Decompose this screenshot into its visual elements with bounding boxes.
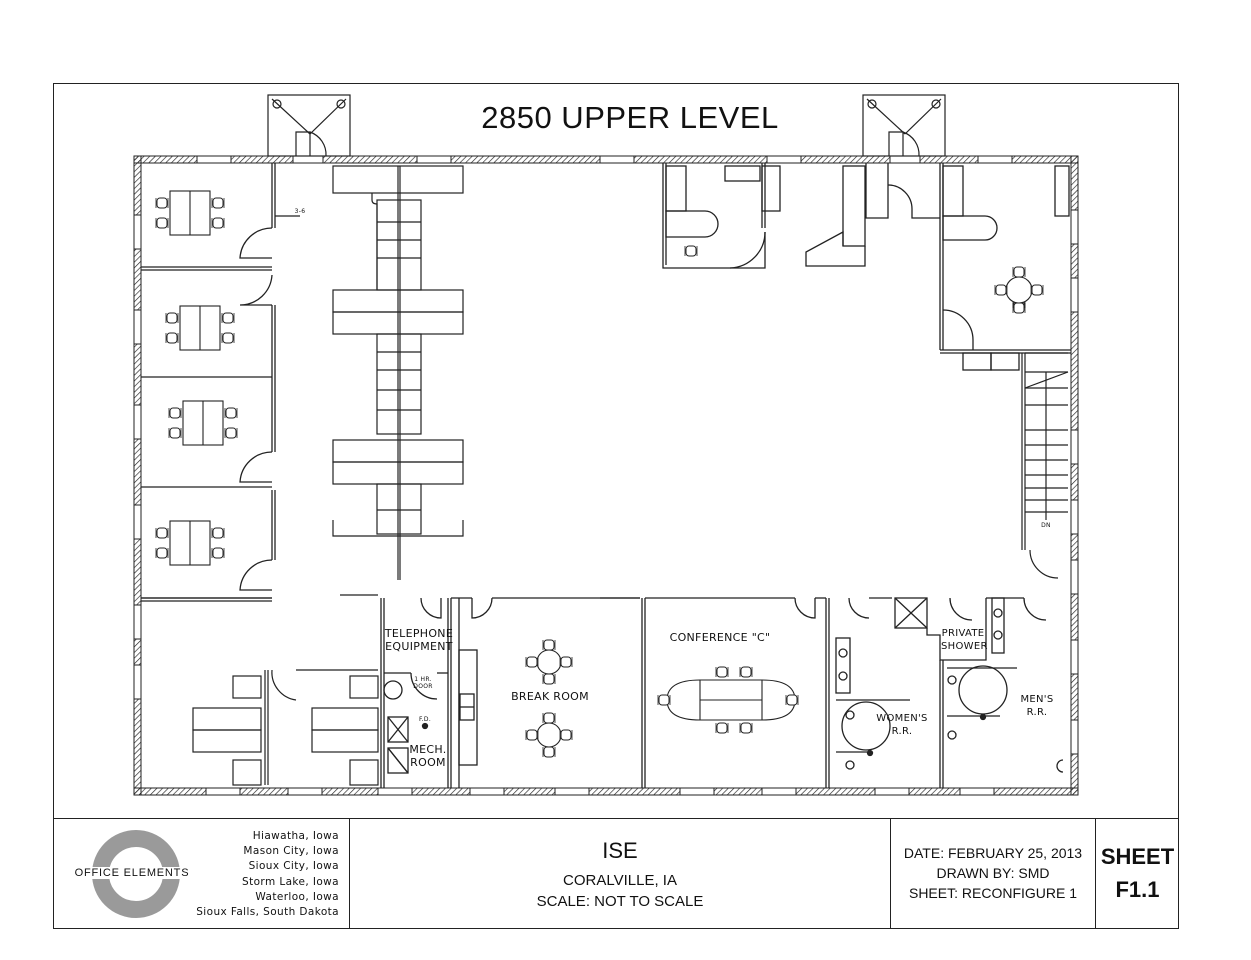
floor-drain-mech: F.D.	[418, 716, 432, 723]
telephone-label-line1: TELEPHONE	[384, 627, 454, 640]
sheet-label: SHEET	[1100, 844, 1175, 869]
entry-vestibule-right	[862, 94, 946, 157]
location-item: Mason City, Iowa	[243, 845, 339, 858]
location-item: Sioux City, Iowa	[248, 860, 339, 873]
location-item: Storm Lake, Iowa	[242, 875, 339, 888]
stairs	[1021, 352, 1069, 579]
break-room-tables	[525, 639, 573, 758]
company-name-text: OFFICE ELEMENTS	[72, 867, 192, 879]
stair-down-label: DN	[1041, 522, 1051, 529]
mens-restroom-label: MEN'S R.R.	[1012, 693, 1062, 719]
telephone-equipment-label: TELEPHONE EQUIPMENT	[384, 627, 454, 653]
company-locations: Hiawatha, Iowa Mason City, Iowa Sioux Ci…	[196, 829, 339, 920]
conference-room-label: CONFERENCE "C"	[669, 631, 771, 644]
company-cell: OFFICE ELEMENTS Hiawatha, Iowa Mason Cit…	[53, 819, 350, 929]
womens-label-line2: R.R.	[891, 726, 913, 737]
mech-label-line2: ROOM	[410, 756, 446, 769]
conference-room	[641, 597, 826, 788]
conference-table	[657, 666, 799, 734]
location-item: Hiawatha, Iowa	[252, 830, 339, 842]
location-item: Sioux Falls, South Dakota	[196, 906, 339, 919]
shower-label-line2: SHOWER	[941, 641, 988, 652]
plan-title: 2850 UPPER LEVEL	[481, 100, 779, 135]
office-chairs	[684, 245, 1044, 314]
left-office-furniture	[155, 190, 238, 566]
exterior-walls	[133, 155, 1079, 796]
restrooms	[825, 597, 1064, 788]
mech-room-label: MECH. ROOM	[408, 743, 448, 769]
womens-label-line1: WOMEN'S	[876, 713, 928, 724]
telephone-label-line2: EQUIPMENT	[385, 640, 453, 653]
project-scale: SCALE: NOT TO SCALE	[536, 893, 704, 910]
drawn-by: DRAWN BY: SMD	[936, 865, 1050, 881]
break-room-label: BREAK ROOM	[511, 690, 589, 703]
project-cell: ISE CORALVILLE, IA SCALE: NOT TO SCALE	[350, 819, 891, 929]
one-hour-door-note: 1 HR. DOOR	[408, 676, 438, 690]
cubicle-cluster-bottom-left	[141, 594, 379, 786]
title-block: OFFICE ELEMENTS Hiawatha, Iowa Mason Cit…	[53, 818, 1179, 929]
sheet-number: F1.1	[1115, 877, 1160, 902]
sheet-border	[53, 83, 1179, 929]
company-name: OFFICE ELEMENTS	[57, 867, 207, 879]
service-rooms	[380, 597, 640, 788]
door-note-line1: 1 HR.	[414, 676, 432, 683]
private-shower-label: PRIVATE SHOWER	[941, 627, 988, 653]
project-location: CORALVILLE, IA	[563, 872, 677, 889]
sheet-number-cell: SHEET F1.1	[1096, 819, 1179, 929]
top-offices	[662, 163, 1071, 371]
sheet-description: SHEET: RECONFIGURE 1	[908, 885, 1078, 901]
shower-label-line1: PRIVATE	[941, 628, 985, 639]
cubicle-cluster-center	[332, 165, 464, 580]
mens-label-line2: R.R.	[1026, 707, 1048, 718]
project-name: ISE	[602, 838, 638, 863]
mech-label-line1: MECH.	[409, 743, 447, 756]
location-item: Waterloo, Iowa	[255, 890, 339, 903]
door-note-line2: DOOR	[413, 683, 433, 690]
drawing-info-cell: DATE: FEBRUARY 25, 2013 DRAWN BY: SMD SH…	[891, 819, 1096, 929]
mens-label-line1: MEN'S	[1020, 694, 1054, 705]
drawing-date: DATE: FEBRUARY 25, 2013	[903, 845, 1083, 861]
dimension-note: 3-6	[294, 208, 306, 215]
entry-vestibule-left	[267, 94, 351, 157]
womens-restroom-label: WOMEN'S R.R.	[872, 712, 932, 738]
